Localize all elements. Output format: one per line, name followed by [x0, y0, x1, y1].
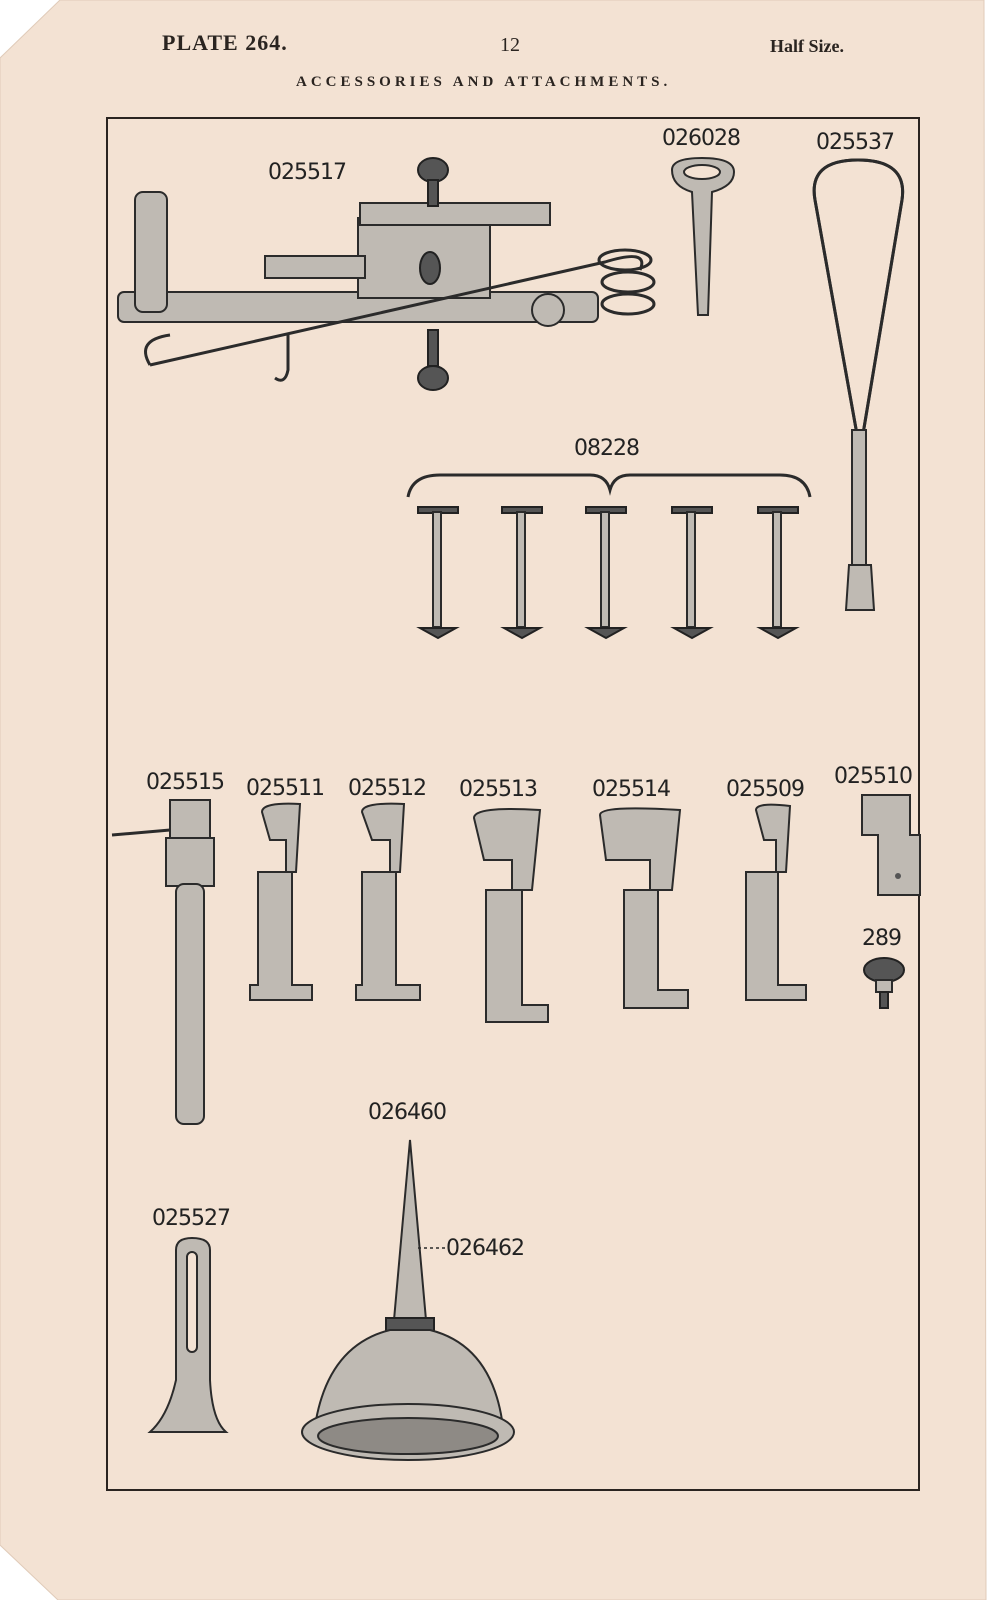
part-label-025510: 025510 [834, 764, 913, 789]
thread-guide-illustration [111, 799, 215, 1125]
binder-gauge-illustration [117, 157, 656, 391]
oil-can-illustration [301, 1139, 515, 1461]
bracket-illustration [861, 794, 921, 896]
hemmer-foot-025514 [598, 807, 689, 1009]
hemmer-foot-025511 [249, 802, 313, 1001]
hemmer-foot-025512 [355, 802, 421, 1001]
part-label-025537: 025537 [816, 130, 895, 155]
part-label-025514: 025514 [592, 777, 671, 802]
part-label-025509: 025509 [726, 777, 805, 802]
part-label-026462: 026462 [446, 1236, 525, 1261]
part-label-025511: 025511 [246, 776, 325, 801]
spool [500, 506, 544, 640]
part-label-026460: 026460 [368, 1100, 447, 1125]
part-label-025517: 025517 [268, 160, 347, 185]
part-label-025513: 025513 [459, 777, 538, 802]
page-number: 12 [500, 34, 520, 56]
spool [670, 506, 714, 640]
spool [756, 506, 800, 640]
hemmer-foot-025509 [745, 803, 807, 1001]
plate-title: PLATE 264. [162, 30, 288, 55]
screwdriver-illustration [812, 158, 905, 611]
hemmer-foot-025513 [472, 808, 549, 1023]
key-illustration [670, 156, 736, 316]
part-label-025512: 025512 [348, 776, 427, 801]
spools-illustration [406, 473, 812, 640]
scale-note: Half Size. [770, 36, 844, 56]
part-label-025527: 025527 [152, 1206, 231, 1231]
slotted-plate-illustration [147, 1236, 229, 1433]
spool [416, 506, 460, 640]
part-label-08228: 08228 [574, 436, 640, 461]
illustration-frame [106, 117, 920, 1491]
spool [584, 506, 628, 640]
part-label-026028: 026028 [662, 126, 741, 151]
part-label-025515: 025515 [146, 770, 225, 795]
part-label-289: 289 [862, 926, 902, 951]
page-subtitle: ACCESSORIES AND ATTACHMENTS. [296, 74, 672, 90]
thumb-screw-illustration [863, 957, 905, 1009]
